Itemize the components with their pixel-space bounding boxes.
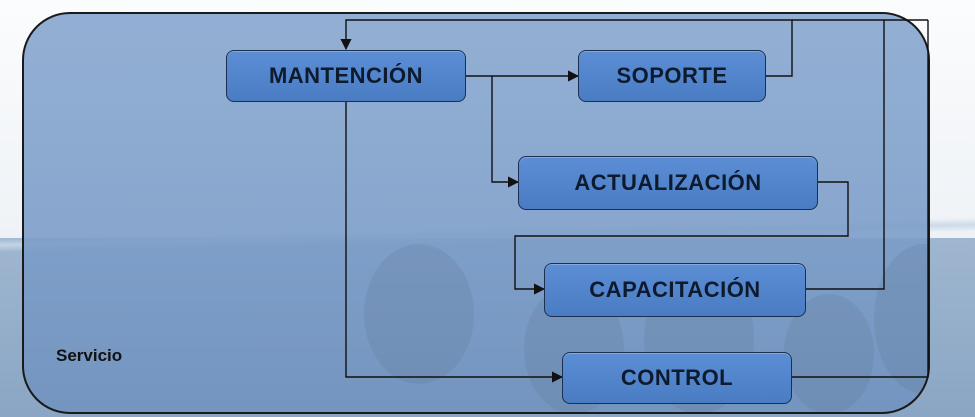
- node-actualizacion: ACTUALIZACIÓN: [518, 156, 818, 210]
- edge-mantencion-control: [345, 102, 564, 383]
- edge-actualizacion-capacitacion: [514, 181, 849, 295]
- edge-capacitacion-mantencion: [806, 20, 885, 290]
- edge-mantencion-actualizacion: [491, 76, 520, 188]
- node-control: CONTROL: [562, 352, 792, 404]
- background-photo-shape: [364, 244, 474, 384]
- node-soporte: SOPORTE: [578, 50, 766, 102]
- node-capacitacion: CAPACITACIÓN: [544, 263, 806, 317]
- container-label: Servicio: [56, 346, 123, 365]
- node-mantencion: MANTENCIÓN: [226, 50, 466, 102]
- edge-control-mantencion: [792, 20, 929, 378]
